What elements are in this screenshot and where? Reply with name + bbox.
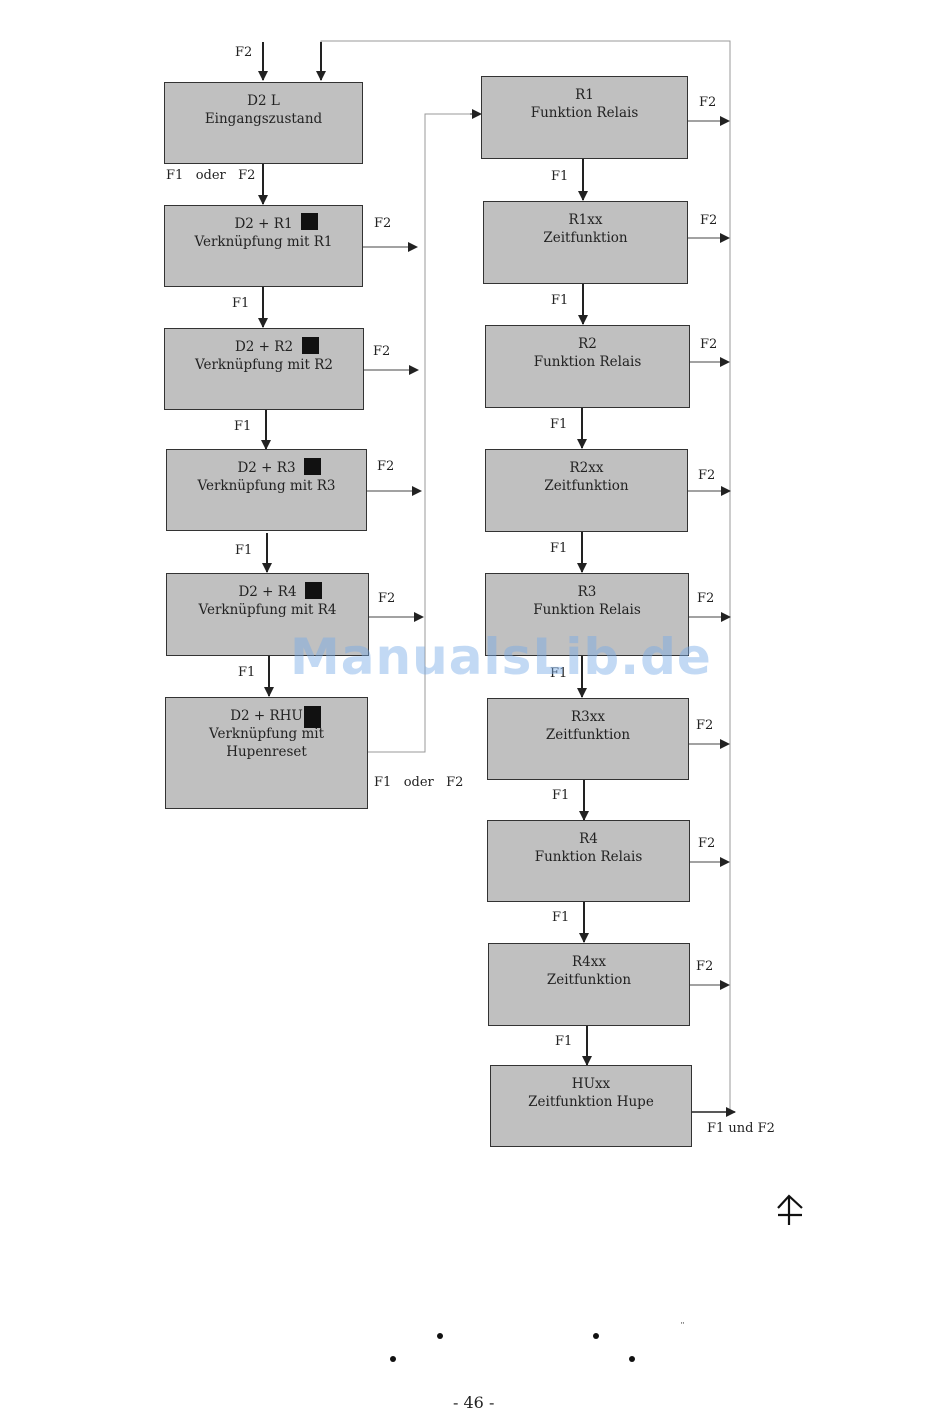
box-subtitle: Zeitfunktion (544, 478, 629, 494)
box-huxx: HUxx Zeitfunktion Hupe (490, 1065, 692, 1147)
box-subtitle: Eingangszustand (204, 111, 323, 127)
label-right-f1-8: F1 (555, 1034, 573, 1049)
box-title: D2 + R2 (234, 339, 294, 355)
box-r2: R2 Funktion Relais (485, 325, 690, 408)
label-right-f1-5: F1 (550, 666, 568, 681)
box-title: R1 (575, 87, 594, 103)
box-d2-r1: D2 + R1 Verknüpfung mit R1 (164, 205, 363, 287)
label-right-f2-8: F2 (696, 959, 714, 974)
label-left-f2-3: F2 (377, 459, 395, 474)
display-segment-icon (302, 337, 319, 354)
label-left-f1-2: F1 (234, 419, 252, 434)
box-title: R4xx (572, 954, 606, 970)
label-left-f1-3: F1 (235, 543, 253, 558)
bullet-dot (437, 1333, 443, 1339)
box-subtitle: Zeitfunktion (543, 230, 628, 246)
box-r4: R4 Funktion Relais (487, 820, 690, 902)
box-subtitle: Verknüpfung mit R2 (194, 357, 334, 373)
label-right-f2-3: F2 (700, 337, 718, 352)
label-right-f2-7: F2 (698, 836, 716, 851)
display-segment-icon (304, 458, 321, 475)
box-title: R3xx (571, 709, 605, 725)
box-title: D2 + RHU (230, 708, 303, 724)
box-subtitle: Funktion Relais (533, 602, 641, 618)
box-subtitle: Zeitfunktion (545, 727, 631, 743)
box-r3: R3 Funktion Relais (485, 573, 689, 656)
bullet-dot (390, 1356, 396, 1362)
display-segment-icon (301, 213, 318, 230)
label-right-f1-3: F1 (550, 417, 568, 432)
label-f1-oder-f2: F1 oder F2 (166, 168, 256, 183)
label-left-f1-4: F1 (238, 665, 256, 680)
box-title: D2 + R1 (234, 216, 293, 232)
bullet-dot (629, 1356, 635, 1362)
display-segment-icon (304, 706, 321, 728)
edge-trigger-icon (777, 1194, 803, 1225)
box-title: R4 (579, 831, 598, 847)
label-top-f2: F2 (235, 45, 253, 60)
box-title: HUxx (571, 1076, 611, 1092)
box-title: R2xx (569, 460, 604, 476)
label-right-f1-7: F1 (552, 910, 570, 925)
label-right-f2-6: F2 (696, 718, 714, 733)
box-title: R2 (578, 336, 597, 352)
label-right-f1-6: F1 (552, 788, 570, 803)
label-left-f2-2: F2 (373, 344, 391, 359)
box-d2-r3: D2 + R3 Verknüpfung mit R3 (166, 449, 367, 531)
box-subtitle: Funktion Relais (530, 105, 639, 121)
box-title: D2 + R3 (237, 460, 296, 476)
watermark-text: ManualsLib.de (290, 628, 712, 686)
label-left-f1-1: F1 (232, 296, 250, 311)
label-right-f1-1: F1 (551, 169, 569, 184)
label-right-f2-4: F2 (698, 468, 716, 483)
label-right-f1-2: F1 (551, 293, 569, 308)
label-left-f2-1: F2 (374, 216, 392, 231)
box-r2xx: R2xx Zeitfunktion (485, 449, 688, 532)
box-r1: R1 Funktion Relais (481, 76, 688, 159)
connector-rhu-to-r1 (368, 113, 472, 753)
box-title: R1xx (568, 212, 603, 228)
box-subtitle: Verknüpfung mit R1 (194, 234, 333, 250)
label-right-f2-1: F2 (699, 95, 717, 110)
box-d2-l: D2 L Eingangszustand (164, 82, 363, 164)
box-d2-r4: D2 + R4 Verknüpfung mit R4 (166, 573, 369, 656)
umlaut-mark: ¨ (680, 1322, 685, 1333)
box-title: D2 + R4 (238, 584, 297, 600)
box-subtitle: Funktion Relais (534, 849, 643, 865)
box-title: R3 (577, 584, 597, 600)
box-d2-r2: D2 + R2 Verknüpfung mit R2 (164, 328, 364, 410)
label-right-f1-4: F1 (550, 541, 568, 556)
box-d2-rhu: D2 + RHU Verknüpfung mit Hupenreset (165, 697, 368, 809)
label-left-f2-4: F2 (378, 591, 396, 606)
label-right-f2-5: F2 (697, 591, 715, 606)
box-subtitle: Verknüpfung mit R3 (197, 478, 336, 494)
box-subtitle: Zeitfunktion (546, 972, 632, 988)
box-r4xx: R4xx Zeitfunktion (488, 943, 690, 1026)
box-r1xx: R1xx Zeitfunktion (483, 201, 688, 284)
box-r3xx: R3xx Zeitfunktion (487, 698, 689, 780)
box-subtitle: Funktion Relais (533, 354, 642, 370)
box-subtitle: Verknüpfung mit (208, 726, 325, 742)
box-subtitle-2: Hupenreset (226, 744, 307, 760)
label-right-f2-2: F2 (700, 213, 718, 228)
box-title: D2 L (247, 93, 280, 109)
label-f1-oder-f2-bottom: F1 oder F2 (374, 775, 464, 790)
feedback-line (320, 40, 731, 1112)
page-number: - 46 - (453, 1393, 495, 1412)
box-subtitle: Verknüpfung mit R4 (198, 602, 337, 618)
display-segment-icon (305, 582, 322, 599)
label-f1-und-f2: F1 und F2 (707, 1121, 775, 1136)
box-subtitle: Zeitfunktion Hupe (528, 1094, 654, 1110)
bullet-dot (593, 1333, 599, 1339)
